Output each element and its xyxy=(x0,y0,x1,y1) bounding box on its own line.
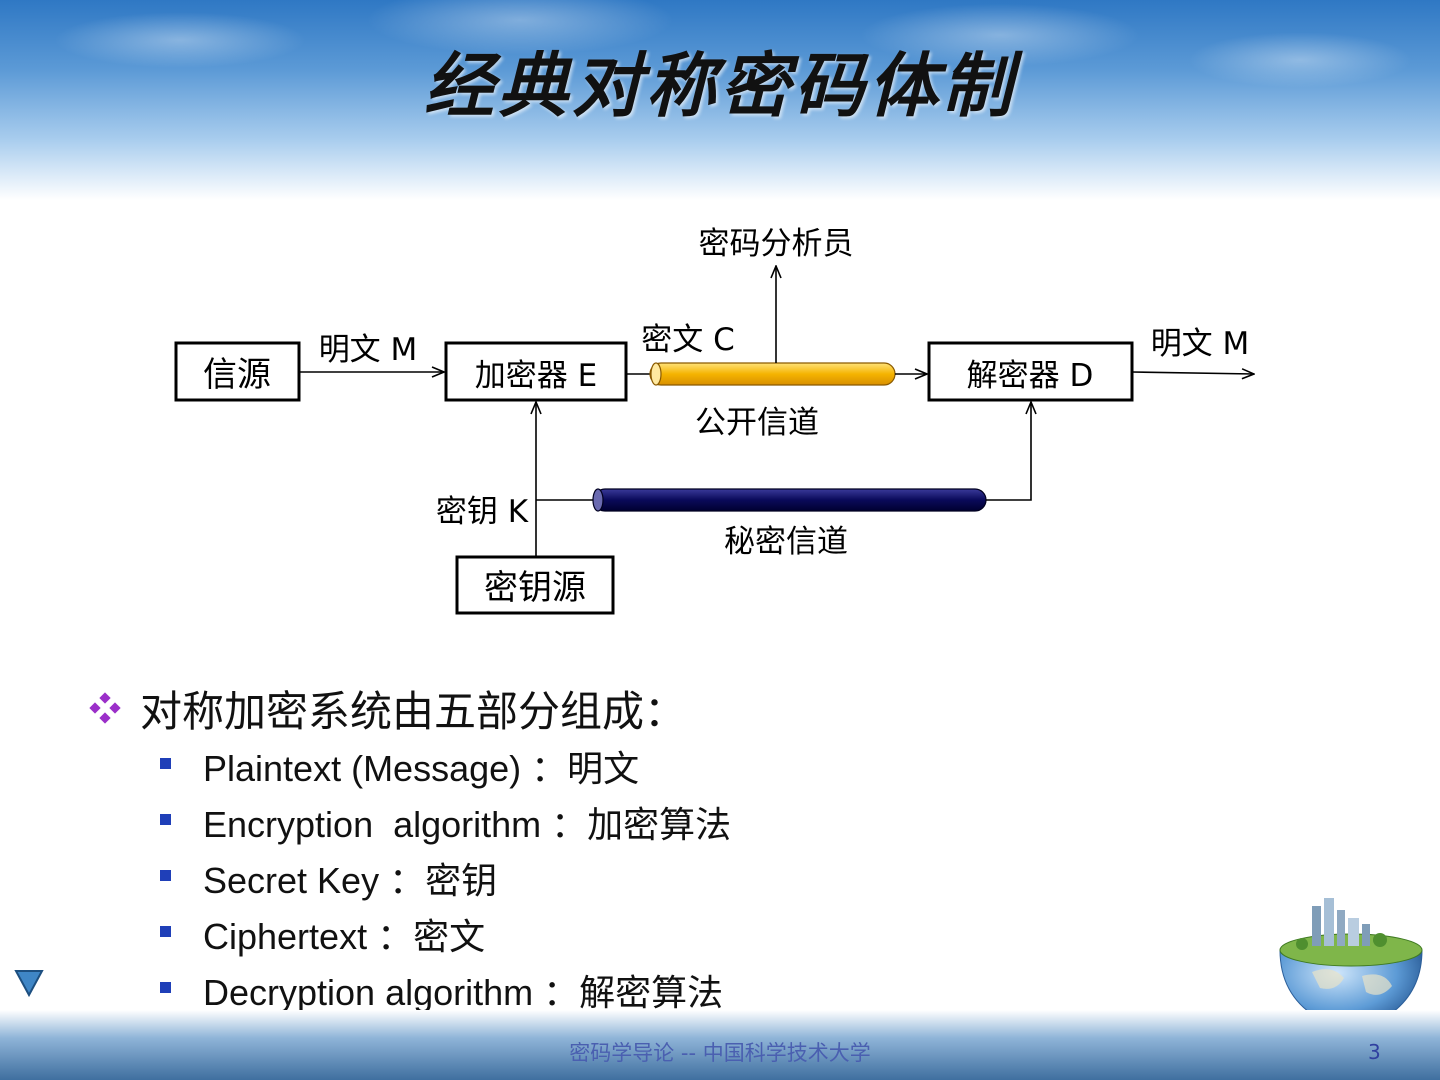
plaintext-in-label: 明文 M xyxy=(319,332,418,368)
key-source-label: 密钥源 xyxy=(484,568,586,608)
bullet-list: 对称加密系统由五部分组成： Plaintext (Message) ：明文 En… xyxy=(88,678,731,1018)
cipher-diagram: 信源 加密器 E 解密器 D 密钥源 明文 M 密文 C 公开信道 密码分析员 … xyxy=(0,0,1440,640)
list-item-text: Secret Key ：密钥 xyxy=(203,852,497,904)
footer-text: 密码学导论 -- 中国科学技术大学 xyxy=(0,1037,1440,1067)
list-item-text: Ciphertext ：密文 xyxy=(203,908,485,960)
ciphertext-label: 密文 C xyxy=(641,322,735,358)
secret-channel-pipe-end xyxy=(593,489,603,511)
plaintext-out-label: 明文 M xyxy=(1151,326,1250,362)
diamond-bullet-icon xyxy=(88,691,122,725)
secret-channel-label: 秘密信道 xyxy=(724,524,848,560)
public-channel-pipe xyxy=(650,363,895,385)
list-item: Ciphertext ：密文 xyxy=(160,906,731,962)
plaintext-out-arrow xyxy=(1132,372,1254,374)
public-channel-label: 公开信道 xyxy=(695,405,819,441)
next-slide-arrow-icon[interactable] xyxy=(14,968,44,998)
square-bullet-icon xyxy=(160,982,171,993)
list-item: Secret Key ：密钥 xyxy=(160,850,731,906)
analyst-label: 密码分析员 xyxy=(699,226,854,262)
square-bullet-icon xyxy=(160,870,171,881)
list-item: Encryption algorithm ：加密算法 xyxy=(160,794,731,850)
list-item-text: Encryption algorithm ：加密算法 xyxy=(203,796,731,848)
source-label: 信源 xyxy=(203,355,271,395)
page-number: 3 xyxy=(1368,1040,1381,1064)
square-bullet-icon xyxy=(160,814,171,825)
square-bullet-icon xyxy=(160,758,171,769)
secret-channel-pipe xyxy=(594,489,986,511)
public-channel-pipe-end xyxy=(651,363,661,385)
decryptor-label: 解密器 D xyxy=(967,358,1094,394)
square-bullet-icon xyxy=(160,926,171,937)
main-bullet: 对称加密系统由五部分组成： xyxy=(88,678,731,738)
key-label: 密钥 K xyxy=(436,494,529,530)
encryptor-label: 加密器 E xyxy=(475,358,597,394)
main-bullet-text: 对称加密系统由五部分组成： xyxy=(140,678,686,739)
list-item-text: Decryption algorithm ：解密算法 xyxy=(203,964,723,1016)
list-item: Plaintext (Message) ：明文 xyxy=(160,738,731,794)
list-item-text: Plaintext (Message) ：明文 xyxy=(203,740,639,792)
key-to-decryptor-arrow xyxy=(986,402,1031,500)
